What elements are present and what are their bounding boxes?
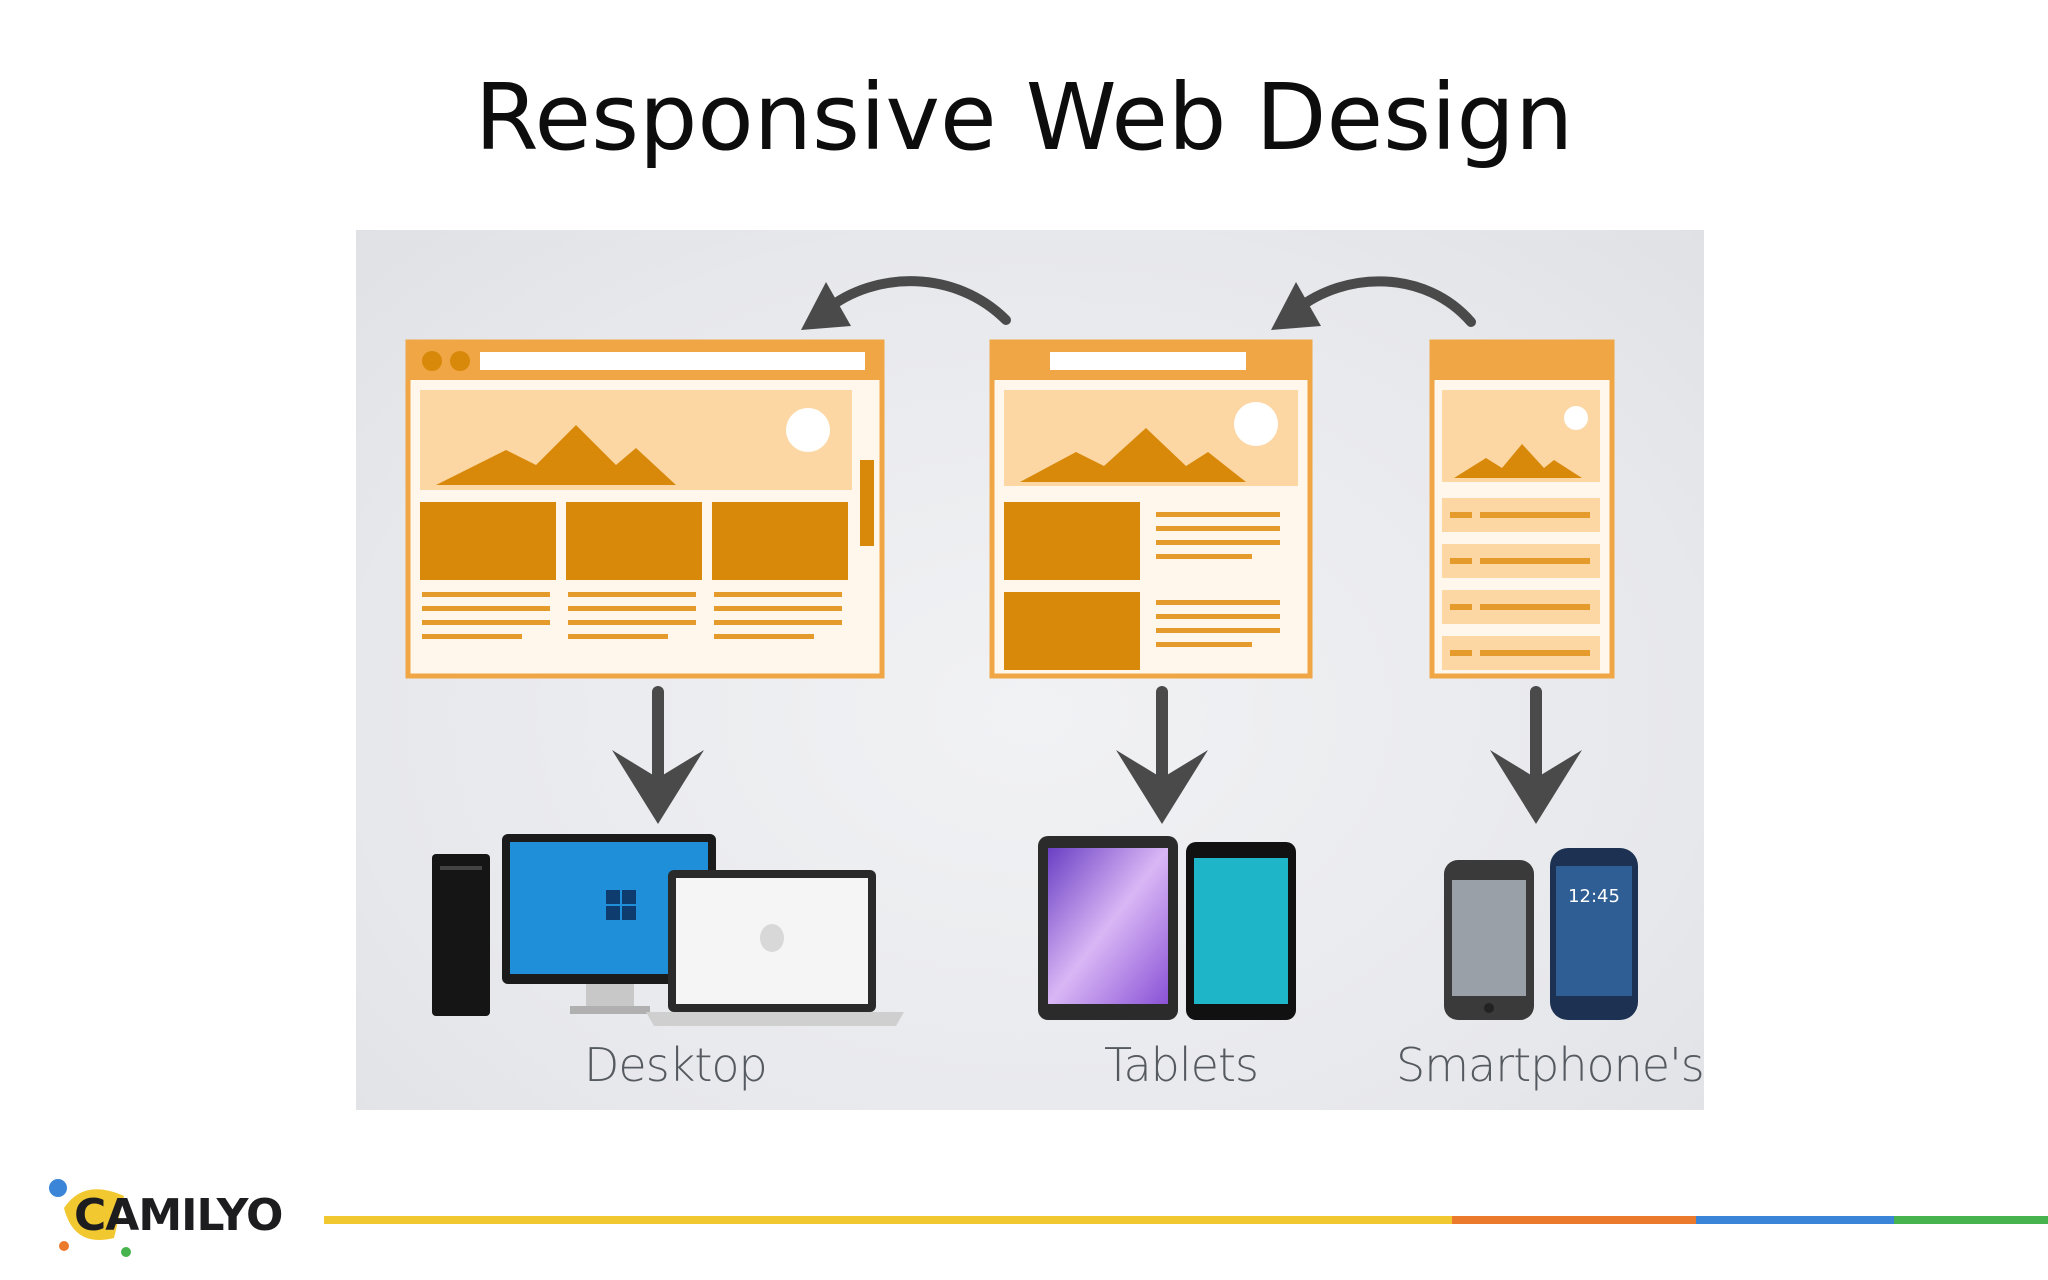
responsive-design-diagram: 12:45 Desktop Tablets Smartphone's [356,230,1704,1110]
phone-devices: 12:45 [1444,848,1638,1020]
slide-title: Responsive Web Design [474,64,1574,171]
laptop [646,870,904,1026]
device-label-desktop: Desktop [584,1038,768,1092]
curved-arrow-head-2 [1271,282,1321,330]
tablet-wireframe [989,339,1313,679]
down-arrow-head-desktop [612,750,704,824]
curved-arrow-phone-to-tablet [1291,276,1476,327]
curved-arrow-head-1 [801,282,851,330]
pc-tower [432,854,490,1016]
footer-bar-blue [1696,1216,1894,1224]
down-arrow-head-tablet [1116,750,1208,824]
desktop-devices [432,834,904,1026]
footer-bar-yellow [324,1216,1452,1224]
device-label-tablets: Tablets [1104,1038,1259,1092]
footer-bar-orange [1452,1216,1696,1224]
phone-clock: 12:45 [1568,886,1620,907]
phone-wireframe [1429,339,1615,679]
down-arrow-head-phone [1490,750,1582,824]
logo-text: CAMILYO [74,1190,283,1241]
desktop-wireframe [405,339,885,679]
diagram-illustration: 12:45 [405,276,1638,1026]
curved-arrow-tablet-to-desktop [821,276,1011,325]
footer-bar-green [1894,1216,2048,1224]
logo-mark-icon [49,1179,131,1257]
camilyo-logo: CAMILYO [44,1178,304,1260]
device-label-smartphones: Smartphone's [1396,1038,1704,1092]
tablet-devices [1038,836,1296,1020]
